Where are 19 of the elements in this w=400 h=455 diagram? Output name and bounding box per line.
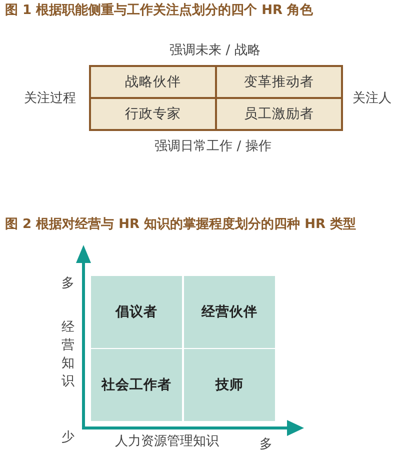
role-cell: 变革推动者 [216, 67, 341, 98]
scale-label: 多 [260, 437, 272, 452]
axis-label: 关注人 [352, 91, 392, 106]
scale-label: 少 [62, 430, 74, 445]
axis-label: 强调日常工作 / 操作 [154, 139, 272, 154]
axis-label: 经营知识 [61, 319, 75, 391]
type-cell: 经营伙伴 [184, 276, 275, 348]
figure-title: 图 2 根据对经营与 HR 知识的掌握程度划分的四种 HR 类型 [5, 217, 356, 232]
scale-label: 多 [62, 276, 74, 291]
role-cell: 行政专家 [91, 98, 216, 129]
role-cell: 员工激励者 [216, 98, 341, 129]
axis-label: 关注过程 [24, 91, 76, 106]
axis-label: 强调未来 / 战略 [170, 43, 260, 58]
axis-label: 人力资源管理知识 [115, 434, 219, 449]
type-cell: 社会工作者 [91, 349, 182, 421]
role-cell: 战略伙伴 [91, 67, 216, 98]
figure-title: 图 1 根据职能侧重与工作关注点划分的四个 HR 角色 [5, 3, 314, 18]
type-cell: 技师 [184, 349, 275, 421]
type-cell: 倡议者 [91, 276, 182, 348]
